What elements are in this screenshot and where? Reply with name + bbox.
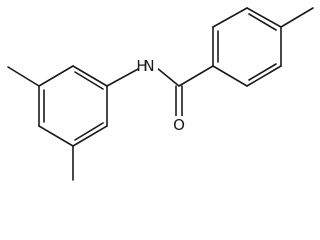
left-ring-bond [38, 125, 74, 147]
methyl-bond-upper [7, 66, 40, 87]
amide-hydrogen-label: H [136, 57, 147, 75]
left-ring-bond [72, 125, 108, 147]
right-ring-bond [246, 7, 282, 28]
right-ring-bond [212, 7, 248, 28]
right-ring-bond [246, 65, 282, 87]
n-carbonyl-bond [156, 67, 180, 87]
structure-canvas: N H O [7, 7, 314, 181]
c-n-bond [106, 67, 141, 87]
right-ring-double-bond [248, 13, 277, 31]
molecule-drawing: N H O [7, 7, 314, 181]
atom-label-layer: N H O [136, 56, 187, 134]
right-ring-bond [212, 65, 248, 87]
carbonyl-oxygen-label: O [173, 116, 185, 134]
left-ring-bond [72, 65, 108, 87]
oxygen-label-background [171, 116, 187, 134]
amide-nitrogen-label: N [143, 57, 154, 75]
nh-label-background [138, 56, 158, 76]
methyl-bond-para [280, 7, 314, 28]
left-ring-double-bond [74, 71, 104, 90]
left-ring-double-bond [74, 122, 104, 141]
right-ring-double-bond [248, 63, 277, 81]
carbonyl-ring-bond [178, 65, 214, 87]
left-ring-bond [38, 65, 74, 87]
bond-layer [7, 7, 314, 181]
